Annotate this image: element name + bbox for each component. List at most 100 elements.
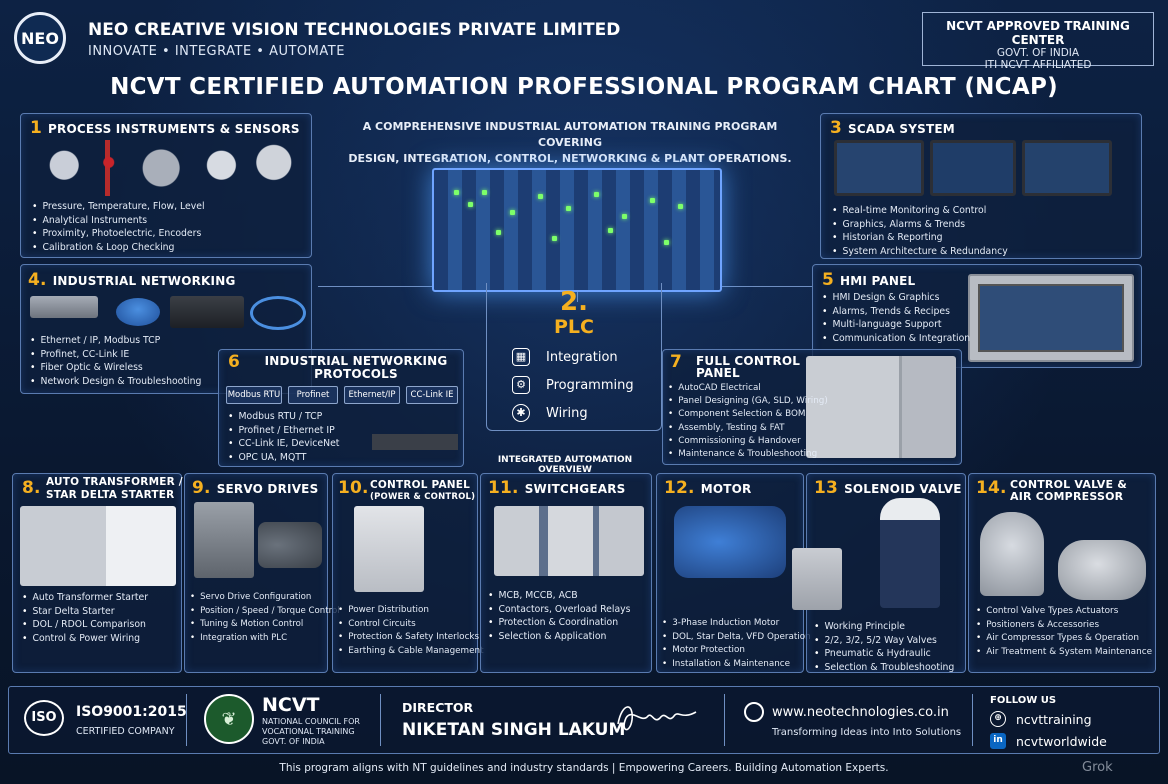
social-link-web[interactable]: ⊕ncvttraining	[990, 711, 1092, 727]
intro-text: A COMPREHENSIVE INDUSTRIAL AUTOMATION TR…	[330, 119, 810, 167]
plc-item-integration: ▦Integration	[512, 348, 618, 366]
footer-divider	[972, 694, 973, 746]
module-4-list: Ethernet / IP, Modbus TCP Profinet, CC-L…	[30, 334, 201, 388]
module-4-title: 4.INDUSTRIAL NETWORKING	[28, 270, 236, 290]
director-name: NIKETAN SINGH LAKUM	[402, 720, 626, 740]
page-title: NCVT CERTIFIED AUTOMATION PROFESSIONAL P…	[110, 74, 1058, 100]
module-6-title: 6	[228, 352, 241, 372]
module-13-list: Working Principle 2/2, 3/2, 5/2 Way Valv…	[814, 620, 954, 674]
scada-monitor-2	[930, 140, 1016, 196]
footer-bar	[8, 686, 1160, 754]
ncvt-fullname: NATIONAL COUNCIL FOR VOCATIONAL TRAINING…	[262, 717, 360, 746]
module-9-list: Servo Drive Configuration Position / Spe…	[190, 591, 340, 645]
module-14-title-text: CONTROL VALVE &AIR COMPRESSOR	[1010, 478, 1128, 503]
plc-item-programming: ⚙Programming	[512, 376, 634, 394]
intro-line-2: DESIGN, INTEGRATION, CONTROL, NETWORKING…	[348, 152, 792, 165]
hmi-panel-image	[968, 274, 1134, 362]
module-6-list: Modbus RTU / TCP Profinet / Ethernet IP …	[228, 410, 339, 464]
website-tagline: Transforming Ideas into Into Solutions	[772, 727, 962, 738]
footer-divider	[380, 694, 381, 746]
module-10-title: 10.	[338, 478, 369, 498]
intro-line-1: A COMPREHENSIVE INDUSTRIAL AUTOMATION TR…	[362, 120, 778, 149]
servo-motor-image	[258, 522, 322, 568]
signature-image	[617, 706, 697, 731]
servo-drive-image	[194, 502, 254, 578]
connector-line	[577, 292, 578, 302]
linkedin-icon: in	[990, 733, 1006, 749]
technician-image	[880, 498, 940, 608]
approval-line-3: ITI NCVT AFFILIATED	[984, 59, 1092, 71]
ncvt-approval-box: NCVT APPROVED TRAINING CENTER GOVT. OF I…	[922, 12, 1154, 71]
cable-image	[250, 296, 306, 330]
module-12-list: 3-Phase Induction Motor DOL, Star Delta,…	[662, 617, 811, 671]
module-8-list: Auto Transformer Starter Star Delta Star…	[22, 591, 148, 645]
plc-module-box	[486, 283, 662, 431]
globe-icon: ⊕	[990, 711, 1006, 727]
connector-line	[318, 286, 488, 287]
switchgear-image	[494, 506, 644, 576]
module-10-list: Power Distribution Control Circuits Prot…	[338, 604, 483, 658]
starter-image	[20, 506, 176, 586]
director-label: DIRECTOR	[402, 700, 474, 715]
company-logo: NEO	[14, 12, 66, 64]
module-5-list: HMI Design & Graphics Alarms, Trends & R…	[822, 291, 970, 345]
website-link[interactable]: www.neotechnologies.co.in	[772, 705, 949, 720]
globe-icon	[744, 702, 764, 722]
plc-item-wiring: ✱Wiring	[512, 404, 588, 422]
gear-box-icon: ⚙	[512, 376, 530, 394]
grok-watermark: Grok	[1082, 760, 1113, 775]
follow-us-label: FOLLOW US	[990, 695, 1057, 706]
logo-text: NEO	[21, 28, 59, 48]
plc-number: 2.	[560, 287, 588, 317]
company-tagline: INNOVATE • INTEGRATE • AUTOMATE	[88, 44, 345, 59]
module-8-title: 8.	[22, 478, 41, 498]
hmi-screen	[978, 284, 1124, 352]
router-image	[116, 298, 160, 326]
sensors-image	[38, 140, 300, 196]
plc-title: PLC	[554, 316, 594, 338]
iso-logo-icon: ISO	[24, 700, 64, 736]
control-valve-image	[980, 512, 1044, 596]
iso-subtitle: CERTIFIED COMPANY	[76, 726, 175, 737]
iso-certification: ISO9001:2015	[76, 704, 187, 720]
ncvt-title: NCVT	[262, 694, 320, 716]
control-panel-cabinet-image	[354, 506, 424, 592]
air-compressor-image	[1058, 540, 1146, 600]
approval-line-1: NCVT APPROVED TRAINING CENTER	[946, 19, 1130, 47]
module-7-title: 7	[670, 352, 683, 372]
protocol-tag-ethernetip: Ethernet/IP	[344, 386, 400, 404]
scada-monitor-3	[1022, 140, 1112, 196]
control-panel-image	[806, 356, 956, 458]
bottom-statement: This program aligns with NT guidelines a…	[279, 762, 889, 774]
footer-divider	[724, 694, 725, 746]
module-14-list: Control Valve Types Actuators Positioner…	[976, 605, 1152, 659]
approval-line-2: GOVT. OF INDIA	[996, 47, 1080, 59]
protocol-devices-image	[372, 418, 458, 458]
connector-line	[662, 286, 812, 287]
module-3-list: Real-time Monitoring & Control Graphics,…	[832, 204, 1007, 258]
motor-image	[674, 506, 786, 578]
module-10-title-text: CONTROL PANEL(POWER & CONTROL)	[370, 479, 476, 502]
protocol-tag-cclink: CC-Link IE	[406, 386, 458, 404]
industrial-switch-image	[170, 296, 244, 328]
plc-rack-image	[432, 168, 722, 292]
footer-divider	[186, 694, 187, 746]
module-7-list: AutoCAD Electrical Panel Designing (GA, …	[668, 382, 828, 461]
protocol-tag-profinet: Profinet	[288, 386, 338, 404]
company-name: NEO CREATIVE VISION TECHNOLOGIES PRIVATE…	[88, 20, 621, 40]
module-9-title: 9.SERVO DRIVES	[192, 478, 319, 498]
network-switch-image	[30, 296, 98, 318]
scada-monitor-1	[834, 140, 924, 196]
calendar-icon: ▦	[512, 348, 530, 366]
ncvt-emblem-icon: ❦	[204, 694, 254, 744]
wiring-gear-icon: ✱	[512, 404, 530, 422]
module-11-title: 11.SWITCHGEARS	[488, 478, 626, 498]
